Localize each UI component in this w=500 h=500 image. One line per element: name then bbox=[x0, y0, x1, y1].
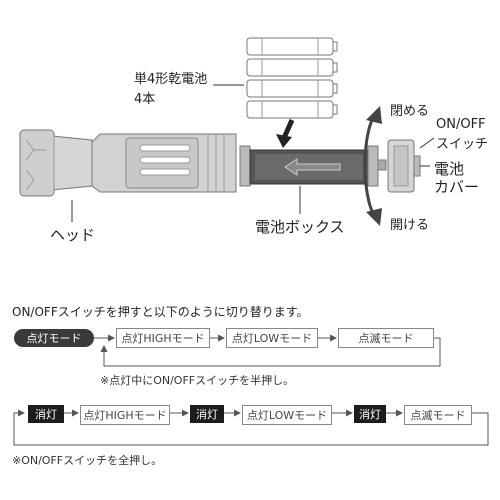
battery-box bbox=[239, 145, 387, 187]
switch-intro-text: ON/OFFスイッチを押すと以下のように切り替ります。 bbox=[12, 305, 309, 319]
half-press-flow-lines bbox=[94, 334, 441, 367]
half-mode-box-low: 点灯LOWモード bbox=[226, 328, 318, 348]
start-mode-badge: 点灯モード bbox=[14, 329, 94, 347]
battery-box-label: 電池ボックス bbox=[255, 218, 345, 236]
half-mode-box-blink: 点滅モード bbox=[338, 328, 434, 348]
aaa-batteries bbox=[246, 37, 338, 119]
battery-3 bbox=[246, 79, 338, 98]
off-badge-1: 消灯 bbox=[28, 405, 64, 423]
head-label: ヘッド bbox=[50, 226, 96, 244]
switch-leader-line bbox=[419, 137, 435, 149]
full-mode-box-blink: 点滅モード bbox=[404, 405, 472, 425]
battery-2 bbox=[246, 58, 338, 77]
flashlight-body bbox=[91, 133, 237, 193]
full-mode-box-high: 点灯HIGHモード bbox=[80, 405, 170, 425]
open-label: 開ける bbox=[390, 218, 430, 233]
flashlight-head bbox=[19, 129, 93, 197]
full-press-flow-lines bbox=[13, 409, 489, 446]
rotate-arrow-icon bbox=[363, 106, 382, 226]
close-label: 閉める bbox=[390, 104, 430, 119]
insert-arrow bbox=[276, 118, 295, 148]
full-press-note: ※ON/OFFスイッチを全押し。 bbox=[12, 454, 163, 467]
battery-1 bbox=[246, 37, 338, 56]
battery-4 bbox=[246, 100, 338, 119]
off-badge-3: 消灯 bbox=[354, 405, 386, 423]
cover-label-line1: 電池 bbox=[434, 160, 465, 178]
switch-label-line2: スイッチ bbox=[436, 137, 489, 152]
off-badge-2: 消灯 bbox=[190, 405, 224, 423]
half-mode-box-high: 点灯HIGHモード bbox=[116, 328, 210, 348]
full-mode-box-low: 点灯LOWモード bbox=[242, 405, 332, 425]
battery-count-label: 4本 bbox=[134, 92, 156, 107]
switch-label-line1: ON/OFF bbox=[436, 117, 486, 132]
battery-label: 単4形乾電池 bbox=[134, 72, 208, 87]
battery-cover bbox=[387, 139, 421, 193]
half-press-note: ※点灯中にON/OFFスイッチを半押し。 bbox=[100, 374, 295, 387]
flashlight-illustration bbox=[19, 37, 435, 226]
cover-label-line2: カバー bbox=[434, 178, 480, 196]
